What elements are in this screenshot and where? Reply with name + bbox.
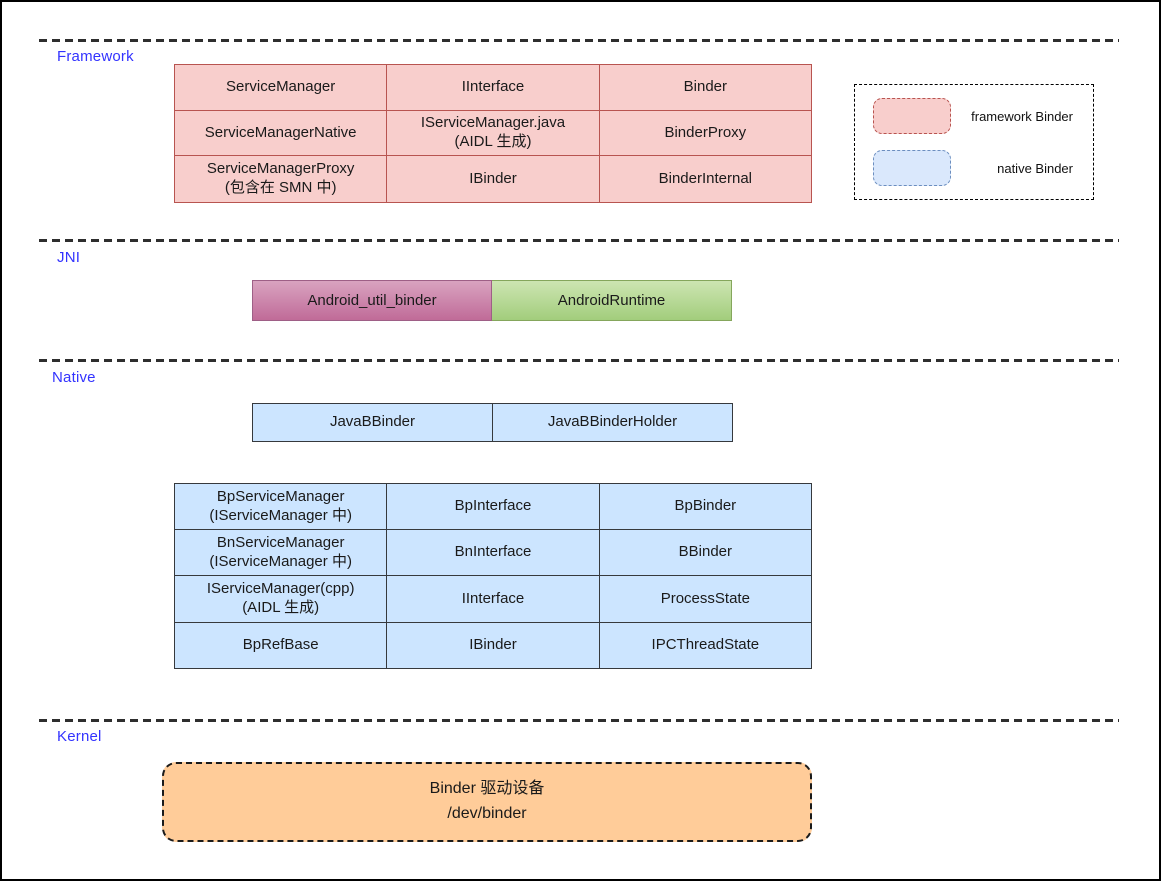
native-cell-ipcthreadstate: IPCThreadState xyxy=(598,622,813,669)
framework-layer-label: Framework xyxy=(57,48,134,65)
framework-cell-servicemanager: ServiceManager xyxy=(173,64,388,111)
framework-cell-binder: Binder xyxy=(598,64,813,111)
native-cell-javabbinder: JavaBBinder xyxy=(252,403,493,442)
jni-binder-strip: Android_util_binder AndroidRuntime xyxy=(252,280,732,321)
native-layer-label: Native xyxy=(52,369,96,386)
binder-driver-device-path: /dev/binder xyxy=(447,805,527,822)
table-row: JavaBBinder JavaBBinderHolder xyxy=(252,403,733,442)
table-row: BnServiceManager (IServiceManager 中) BnI… xyxy=(173,529,813,576)
framework-binder-table: ServiceManager IInterface Binder Service… xyxy=(173,64,813,203)
jni-cell-android-util-binder: Android_util_binder xyxy=(252,280,492,321)
native-cell-bpservicemanager: BpServiceManager (IServiceManager 中) xyxy=(173,483,388,530)
native-cell-javabbinderholder: JavaBBinderHolder xyxy=(492,403,733,442)
native-cell-ibinder: IBinder xyxy=(386,622,600,669)
legend-label-native-binder: native Binder xyxy=(997,160,1073,176)
legend-row-native-binder: native Binder xyxy=(873,150,1073,186)
native-cell-bpbinder: BpBinder xyxy=(598,483,813,530)
framework-layer-divider xyxy=(39,39,1119,42)
jni-cell-androidruntime: AndroidRuntime xyxy=(492,280,732,321)
table-row: ServiceManagerProxy (包含在 SMN 中) IBinder … xyxy=(173,155,813,203)
jni-layer-divider xyxy=(39,239,1119,242)
native-cell-bnservicemanager: BnServiceManager (IServiceManager 中) xyxy=(173,529,388,576)
native-layer-divider xyxy=(39,359,1119,362)
native-cell-bninterface: BnInterface xyxy=(386,529,600,576)
framework-cell-ibinder: IBinder xyxy=(386,155,600,203)
table-row: ServiceManager IInterface Binder xyxy=(173,64,813,111)
legend: framework Binder native Binder xyxy=(854,84,1094,200)
framework-cell-servicemanagerproxy: ServiceManagerProxy (包含在 SMN 中) xyxy=(173,155,388,203)
legend-label-framework-binder: framework Binder xyxy=(971,108,1073,124)
table-row: IServiceManager(cpp) (AIDL 生成) IInterfac… xyxy=(173,575,813,623)
native-cell-processstate: ProcessState xyxy=(598,575,813,623)
framework-cell-binderproxy: BinderProxy xyxy=(598,110,813,156)
binder-driver-title: Binder 驱动设备 xyxy=(429,780,545,798)
native-cell-bprefbase: BpRefBase xyxy=(173,622,388,669)
native-cell-iinterface: IInterface xyxy=(386,575,600,623)
java-bbinder-table: JavaBBinder JavaBBinderHolder xyxy=(252,403,733,442)
jni-layer-label: JNI xyxy=(57,249,81,266)
framework-cell-iinterface: IInterface xyxy=(386,64,600,111)
framework-cell-binderinternal: BinderInternal xyxy=(598,155,813,203)
table-row: ServiceManagerNative IServiceManager.jav… xyxy=(173,110,813,156)
native-cell-bbinder: BBinder xyxy=(598,529,813,576)
native-binder-swatch xyxy=(873,150,951,186)
framework-binder-swatch xyxy=(873,98,951,134)
kernel-layer-divider xyxy=(39,719,1119,722)
legend-row-framework-binder: framework Binder xyxy=(873,98,1073,134)
table-row: BpServiceManager (IServiceManager 中) BpI… xyxy=(173,483,813,530)
native-cell-iservicemanager-cpp: IServiceManager(cpp) (AIDL 生成) xyxy=(173,575,388,623)
framework-cell-servicemanagernative: ServiceManagerNative xyxy=(173,110,388,156)
kernel-layer-label: Kernel xyxy=(57,728,102,745)
framework-cell-iservicemanager-java: IServiceManager.java (AIDL 生成) xyxy=(386,110,600,156)
native-cell-bpinterface: BpInterface xyxy=(386,483,600,530)
binder-driver-box: Binder 驱动设备 /dev/binder xyxy=(162,762,812,842)
table-row: BpRefBase IBinder IPCThreadState xyxy=(173,622,813,669)
native-binder-table: BpServiceManager (IServiceManager 中) BpI… xyxy=(173,483,813,669)
